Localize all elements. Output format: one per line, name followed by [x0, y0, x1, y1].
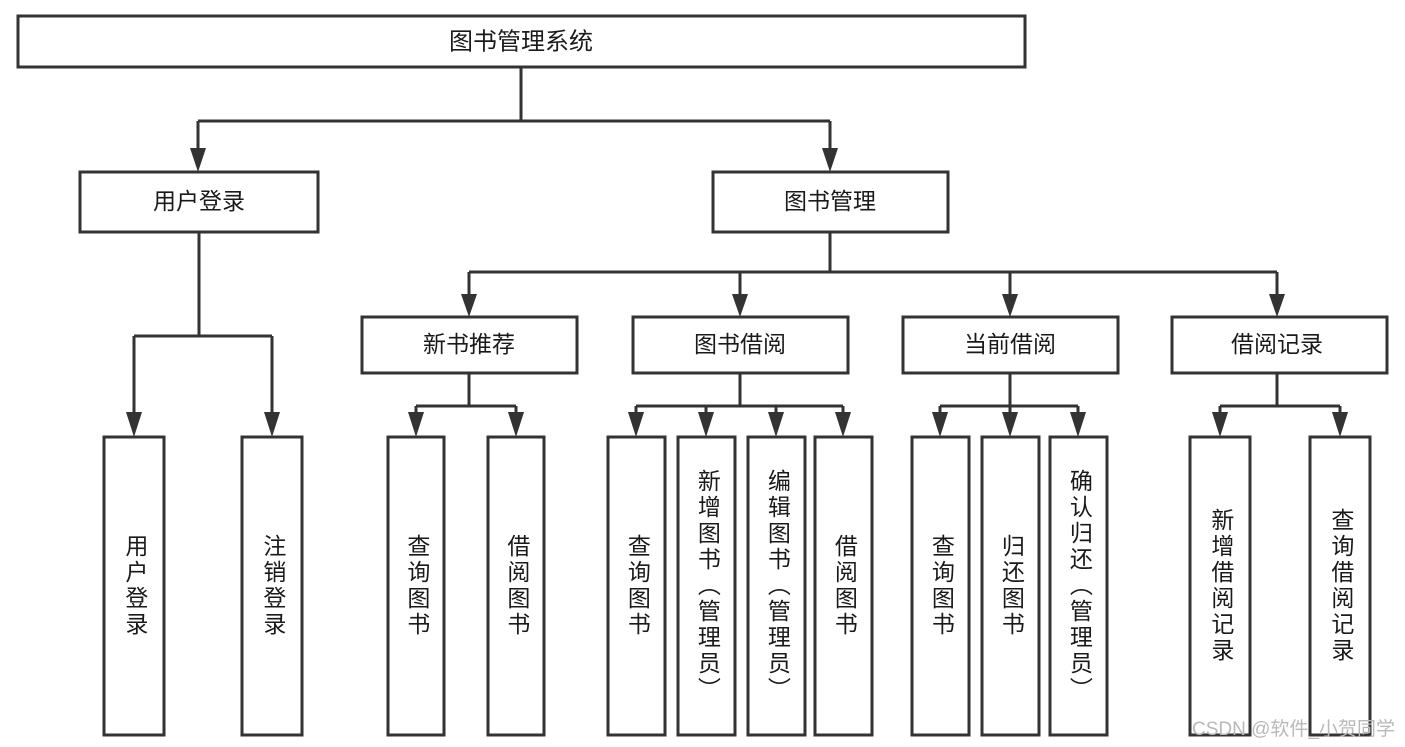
arrow-head-book-manage: [822, 148, 838, 172]
node-book-manage[interactable]: 图书管理: [711, 170, 950, 234]
leaf-confirm-return-box[interactable]: [1048, 435, 1109, 737]
arrow-head-current-borrow: [1002, 294, 1018, 317]
node-current-borrow-label: 当前借阅: [964, 331, 1056, 357]
leaf-query-book-cur-box[interactable]: [910, 435, 971, 737]
leaf-borrow-book-rec-box[interactable]: [486, 435, 546, 737]
node-book-borrow-label: 图书借阅: [694, 331, 786, 357]
node-current-borrow-box[interactable]: [901, 315, 1120, 375]
arrow-head-leaf-add-book: [698, 412, 714, 437]
leaf-user-login-box[interactable]: [102, 435, 166, 737]
arrow-head-leaf-borrow-book-rec: [508, 412, 524, 437]
node-current-borrow[interactable]: 当前借阅: [901, 315, 1120, 375]
leaf-query-book-borrow-box[interactable]: [606, 435, 667, 737]
arrow-head-leaf-confirm-return: [1070, 412, 1086, 437]
watermark-text: CSDN @软件_小贺同学: [1192, 719, 1395, 740]
node-borrow-record[interactable]: 借阅记录: [1170, 315, 1389, 375]
leaf-edit-book-box[interactable]: [746, 435, 807, 737]
edge-group-book-borrow: [628, 373, 851, 437]
arrow-head-leaf-query-borrow-rec: [1332, 412, 1348, 437]
arrow-head-leaf-user-login: [126, 412, 142, 437]
node-book-borrow-box[interactable]: [631, 315, 850, 375]
edge-group-root: [190, 67, 838, 172]
arrow-head-leaf-edit-book: [768, 412, 784, 437]
arrow-head-user-login: [190, 148, 206, 172]
edge-group-book-manage: [461, 232, 1285, 317]
node-new-book-rec[interactable]: 新书推荐: [360, 315, 579, 375]
leaf-logout-login-box[interactable]: [240, 435, 304, 737]
node-book-manage-box[interactable]: [711, 170, 950, 234]
node-user-login-label: 用户登录: [153, 188, 245, 214]
node-user-login[interactable]: 用户登录: [78, 170, 320, 234]
node-root-label: 图书管理系统: [449, 28, 593, 55]
node-book-borrow[interactable]: 图书借阅: [631, 315, 850, 375]
leaf-return-book-box[interactable]: [980, 435, 1041, 737]
arrow-head-borrow-record: [1269, 294, 1285, 317]
leaf-add-borrow-rec-box[interactable]: [1188, 435, 1252, 737]
leaf-query-book-rec-box[interactable]: [386, 435, 446, 737]
edge-group-new-book-rec: [408, 373, 524, 437]
node-root-box[interactable]: [16, 14, 1027, 69]
leaf-query-borrow-rec-box[interactable]: [1308, 435, 1372, 737]
arrow-head-leaf-query-book-borrow: [628, 412, 644, 437]
node-new-book-rec-box[interactable]: [360, 315, 579, 375]
node-user-login-box[interactable]: [78, 170, 320, 234]
node-root[interactable]: 图书管理系统: [16, 14, 1027, 69]
node-new-book-rec-label: 新书推荐: [423, 331, 515, 357]
arrow-head-book-borrow: [732, 294, 748, 317]
arrow-head-leaf-query-book-rec: [408, 412, 424, 437]
arrow-head-leaf-borrow-book: [835, 412, 851, 437]
edge-group-user-login: [126, 232, 280, 437]
arrow-head-leaf-add-borrow-rec: [1212, 412, 1228, 437]
node-borrow-record-label: 借阅记录: [1231, 331, 1323, 357]
edge-group-current-borrow: [932, 373, 1086, 437]
leaf-box-group: [102, 435, 1372, 737]
arrow-head-leaf-query-book-cur: [932, 412, 948, 437]
leaf-add-book-box[interactable]: [676, 435, 737, 737]
node-borrow-record-box[interactable]: [1170, 315, 1389, 375]
arrow-head-new-book-rec: [461, 294, 477, 317]
arrow-head-leaf-return-book: [1002, 412, 1018, 437]
node-book-manage-label: 图书管理: [784, 188, 876, 214]
leaf-borrow-book-box[interactable]: [813, 435, 874, 737]
arrow-head-leaf-logout-login: [264, 412, 280, 437]
edge-group-borrow-record: [1212, 373, 1348, 437]
